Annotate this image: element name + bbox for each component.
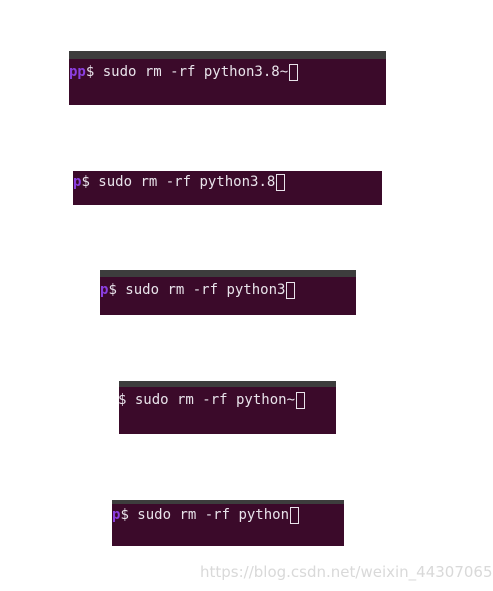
cursor-icon: [289, 63, 299, 81]
cursor-icon: [296, 391, 306, 409]
command-text: $ sudo rm -rf python: [120, 507, 290, 523]
cursor-icon: [290, 506, 300, 524]
prompt-user: p: [100, 282, 109, 298]
command-text: $ sudo rm -rf python3.8: [81, 174, 276, 190]
terminal-command-line: $ sudo rm -rf python~: [118, 391, 306, 409]
command-text: $ sudo rm -rf python~: [118, 392, 296, 408]
cursor-icon: [276, 173, 286, 191]
command-text: $ sudo rm -rf python3: [108, 282, 286, 298]
terminal-command-line: p$ sudo rm -rf python3: [100, 281, 296, 299]
terminal-titlebar: [69, 51, 386, 59]
prompt-user: pp: [69, 64, 86, 80]
terminal-titlebar: [119, 381, 336, 387]
terminal-snippet-3: p$ sudo rm -rf python3: [100, 270, 356, 315]
cursor-icon: [286, 281, 296, 299]
terminal-command-line: p$ sudo rm -rf python3.8: [73, 173, 286, 191]
prompt-user: p: [73, 174, 82, 190]
terminal-titlebar: [112, 500, 344, 504]
terminal-command-line: p$ sudo rm -rf python: [112, 506, 300, 524]
terminal-snippet-1: pp$ sudo rm -rf python3.8~: [69, 51, 386, 105]
watermark: https://blog.csdn.net/weixin_44307065: [200, 563, 493, 581]
terminal-snippet-2: p$ sudo rm -rf python3.8: [73, 171, 382, 205]
terminal-snippet-4: $ sudo rm -rf python~: [118, 381, 336, 434]
command-text: $ sudo rm -rf python3.8~: [85, 64, 289, 80]
terminal-command-line: pp$ sudo rm -rf python3.8~: [69, 63, 299, 81]
terminal-titlebar: [100, 270, 356, 277]
terminal-snippet-5: p$ sudo rm -rf python: [112, 500, 344, 546]
prompt-user: p: [112, 507, 121, 523]
